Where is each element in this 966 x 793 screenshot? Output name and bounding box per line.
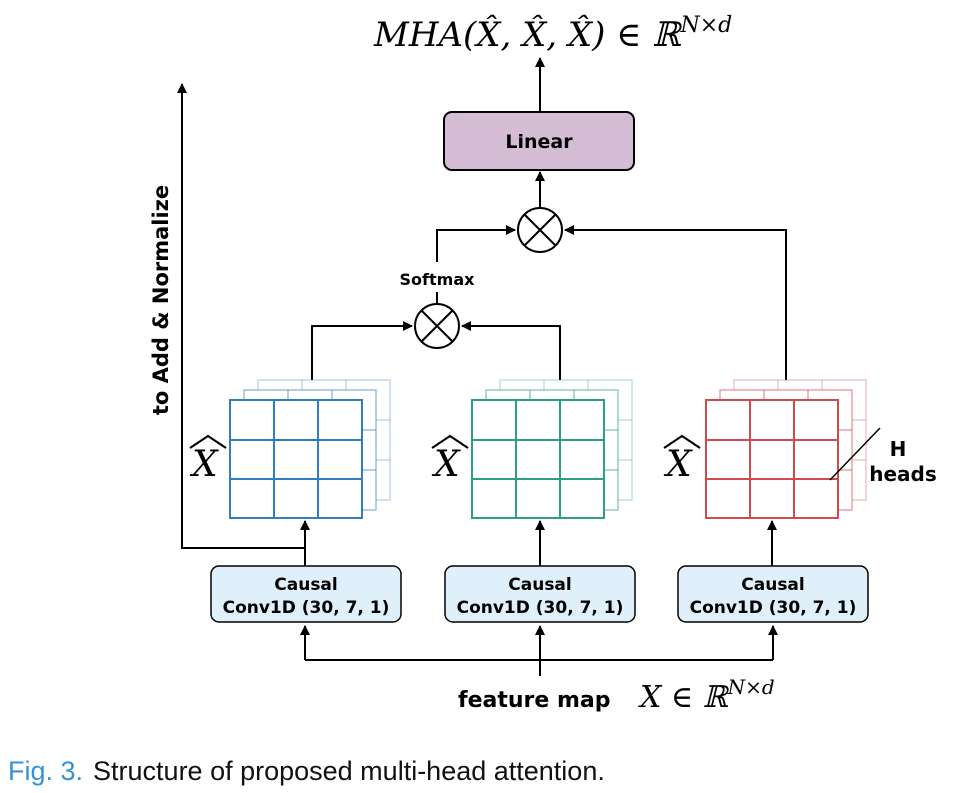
linear-label: Linear xyxy=(505,131,573,153)
heads-word: heads xyxy=(869,462,937,486)
conv-block-value: Causal Conv1D (30, 7, 1) xyxy=(677,565,869,623)
caption-number: Fig. 3. xyxy=(8,756,83,786)
caption-text: Structure of proposed multi-head attenti… xyxy=(93,756,605,786)
matrix-layer-front xyxy=(229,399,363,519)
input-formula: X ∈ ℝN×d xyxy=(638,675,775,715)
arrow-query-to-multiply xyxy=(311,321,413,381)
matrix-layer-front xyxy=(705,399,839,519)
conv-block-query: Causal Conv1D (30, 7, 1) xyxy=(210,565,402,623)
conv-label-line1: Causal xyxy=(741,575,804,595)
arrow-key-to-multiply xyxy=(461,321,561,381)
arrow-to-add-normalize xyxy=(177,83,305,549)
matrix-symbol-value: X xyxy=(663,434,701,485)
arrow-softmax-to-multiply xyxy=(436,225,516,262)
linear-block: Linear xyxy=(443,111,635,171)
heads-number: H xyxy=(890,437,907,461)
output-formula: MHA(X̂, X̂, X̂) ∈ ℝN×d xyxy=(373,13,732,55)
conv-label-line2: Conv1D (30, 7, 1) xyxy=(690,598,857,618)
svg-text:X: X xyxy=(431,444,461,485)
lower-multiply-node xyxy=(414,303,460,349)
arrow-value-to-multiply xyxy=(564,225,787,381)
softmax-label: Softmax xyxy=(400,270,476,289)
matrix-symbol-key: X xyxy=(431,434,469,485)
side-label: to Add & Normalize xyxy=(149,185,173,415)
conv-block-key: Causal Conv1D (30, 7, 1) xyxy=(444,565,636,623)
matrix-layer-front xyxy=(471,399,605,519)
conv-label-line2: Conv1D (30, 7, 1) xyxy=(457,598,624,618)
conv-label-line2: Conv1D (30, 7, 1) xyxy=(223,598,390,618)
top-multiply-node xyxy=(517,207,563,253)
input-label: feature map xyxy=(458,688,610,713)
matrix-symbol-query: X xyxy=(189,434,227,485)
conv-label-line1: Causal xyxy=(508,575,571,595)
matrix-stack-query xyxy=(229,379,391,519)
svg-text:X: X xyxy=(189,444,219,485)
heads-indicator-line xyxy=(829,427,881,481)
conv-label-line1: Causal xyxy=(274,575,337,595)
matrix-stack-value xyxy=(705,379,867,519)
svg-text:X: X xyxy=(663,444,693,485)
figure-caption: Fig. 3. Structure of proposed multi-head … xyxy=(8,756,605,786)
matrix-stack-key xyxy=(471,379,633,519)
